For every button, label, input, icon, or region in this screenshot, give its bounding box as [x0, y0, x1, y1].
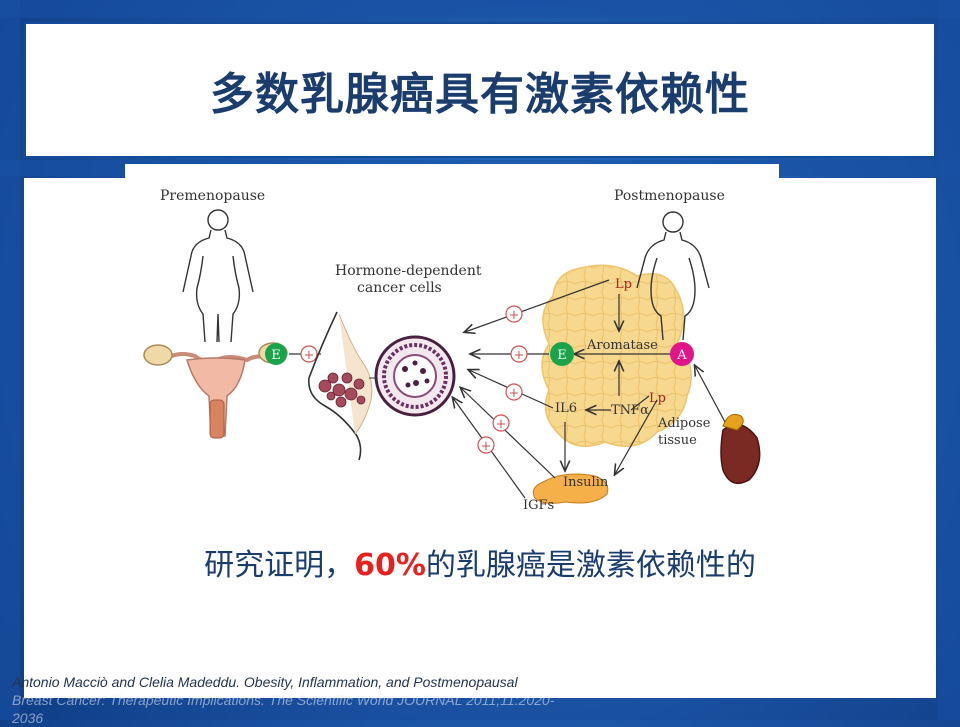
background-tile [0, 0, 960, 18]
plus-label: + [496, 417, 507, 432]
plus-label: + [514, 348, 525, 363]
estrogen-label-right: E [557, 348, 567, 363]
citation-line-3: 2036 [12, 710, 44, 726]
lp-label-bottom: Lp [649, 391, 666, 406]
plus-label: + [481, 439, 492, 454]
statement-prefix: 研究证明， [204, 548, 355, 583]
plus-label: + [509, 386, 520, 401]
tnf-label: TNFα [611, 403, 649, 418]
kidney-adrenal-illustration [720, 413, 761, 485]
adipose-label-line2: tissue [658, 433, 697, 448]
androgen-label: A [676, 348, 687, 363]
cancer-cell-duct-illustration [369, 335, 456, 417]
pancreas-illustration [532, 473, 609, 504]
citation-line-1: Antonio Macciò and Clelia Madeddu. Obesi… [12, 674, 518, 690]
hormone-diagram: Premenopause Postmenopause Hormone-depen… [143, 188, 761, 513]
postmenopausal-body-silhouette [636, 211, 710, 341]
plus-label: + [509, 308, 520, 323]
diagram-figure: Premenopause Postmenopause Hormone-depen… [125, 164, 779, 520]
breast-profile-illustration [308, 311, 373, 461]
androgen-node [670, 342, 694, 366]
hormone-label-line2: cancer cells [357, 280, 442, 296]
statement-percentage: 60% [354, 548, 426, 583]
premenopause-label: Premenopause [160, 188, 265, 204]
background-tile [0, 0, 20, 720]
igfs-label: IGFs [523, 498, 554, 513]
estrogen-node-right [550, 342, 574, 366]
estrogen-node-left [265, 343, 287, 365]
left-ovary-icon [143, 344, 173, 366]
adipose-tissue-blob [541, 264, 692, 447]
il6-label: IL6 [555, 401, 577, 416]
plus-sign-icons [477, 305, 528, 454]
citation: Antonio Macciò and Clelia Madeddu. Obesi… [12, 673, 652, 727]
adipose-label-line1: Adipose [657, 416, 711, 431]
plus-sign-icon [300, 345, 318, 363]
citation-line-2: Breast Cancer: Therapeutic Implications.… [12, 692, 555, 708]
plus-label: + [304, 348, 315, 363]
aromatase-label: Aromatase [586, 338, 658, 353]
estrogen-label-left: E [271, 348, 281, 363]
background-tile [938, 0, 960, 720]
hormone-label-line1: Hormone-dependent [335, 263, 482, 279]
female-body-silhouette [182, 209, 254, 343]
insulin-label: Insulin [563, 475, 609, 490]
statement-suffix: 的乳腺癌是激素依赖性的 [425, 548, 756, 583]
slide-title: 多数乳腺癌具有激素依赖性 [210, 69, 750, 120]
lp-label-top: Lp [615, 277, 632, 292]
postmenopause-label: Postmenopause [614, 188, 725, 204]
title-panel: 多数乳腺癌具有激素依赖性 [24, 22, 936, 158]
finding-statement: 研究证明，60%的乳腺癌是激素依赖性的 [24, 540, 936, 584]
